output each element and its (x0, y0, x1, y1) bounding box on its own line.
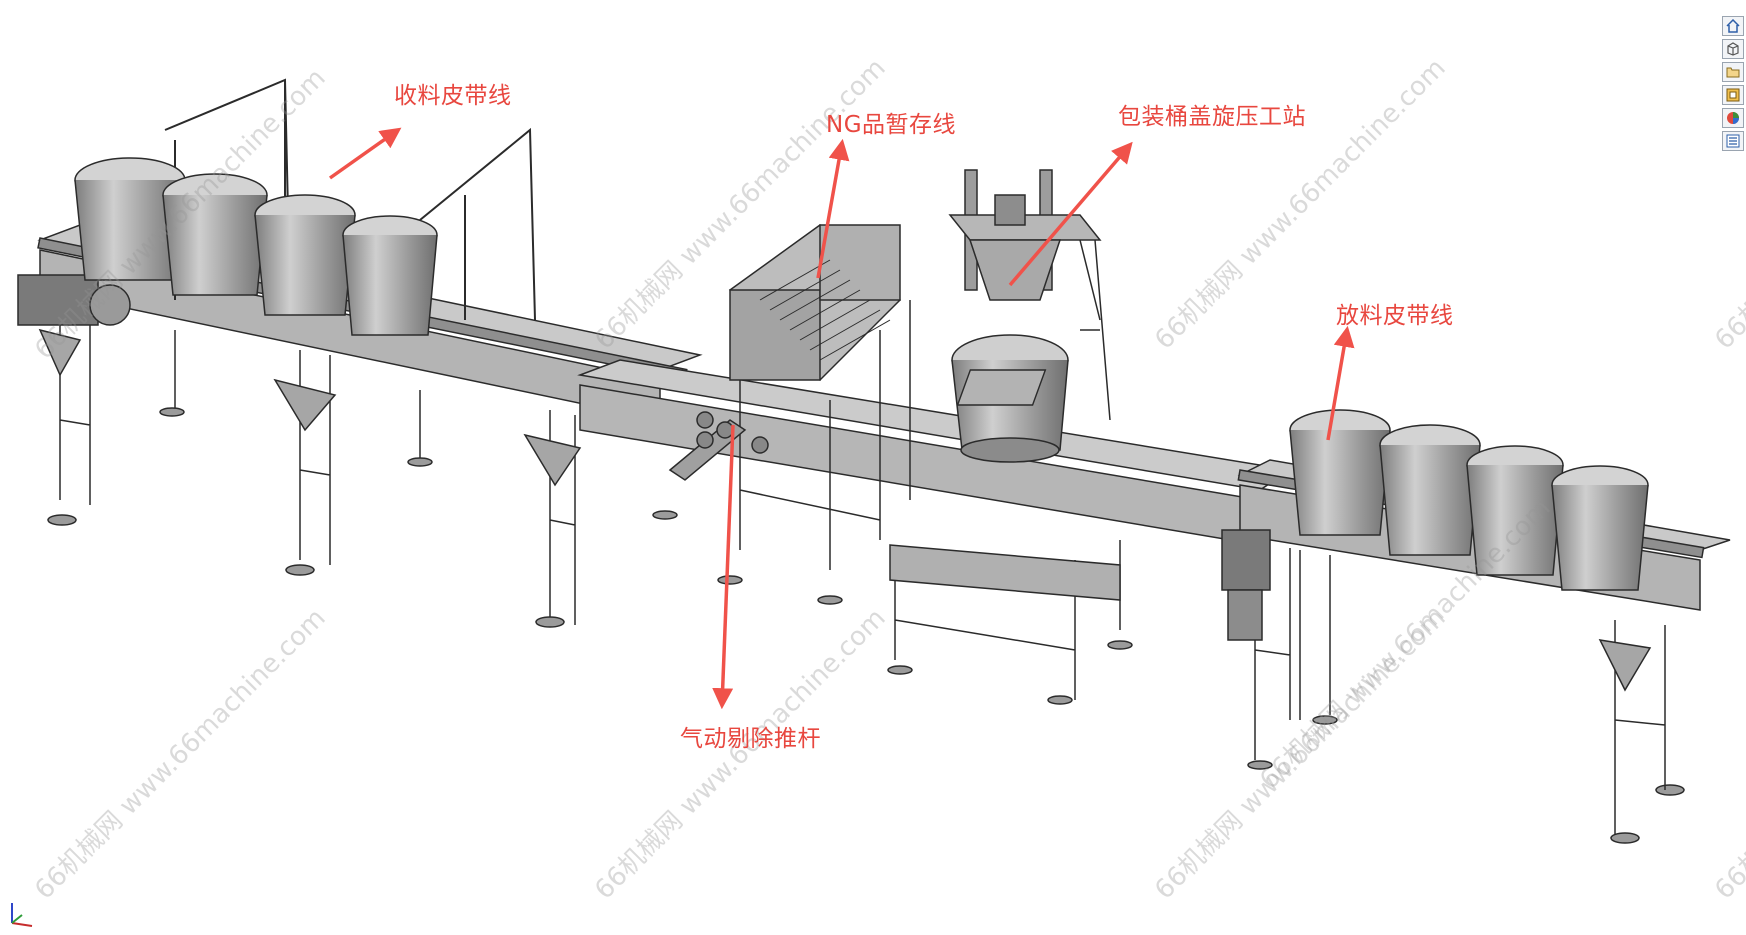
drip-hopper (273, 378, 337, 432)
arrow-feeding-belt (1326, 325, 1355, 441)
label-feeding-belt: 放料皮带线 (1336, 303, 1454, 329)
label-pneumatic-rejector: 气动剔除推杆 (680, 726, 821, 752)
label-receiving-belt: 收料皮带线 (394, 83, 512, 109)
axis-triad-icon (11, 903, 33, 927)
drip-hopper (38, 328, 82, 377)
folder-icon[interactable] (1722, 62, 1744, 82)
capping-station (889, 169, 1121, 700)
appearance-icon[interactable] (1722, 108, 1744, 128)
bucket-group-receiving (74, 157, 438, 336)
drip-hopper (523, 433, 582, 487)
pneumatic-rejector (668, 411, 769, 481)
arrow-ng-buffer (816, 138, 850, 279)
annotation-arrows (328, 127, 1355, 710)
label-capping-station: 包装桶盖旋压工站 (1118, 104, 1306, 130)
arrow-receiving-belt (328, 127, 402, 180)
drip-hopper (1598, 639, 1652, 692)
list-icon[interactable] (1722, 131, 1744, 151)
arrow-capping-station (1008, 141, 1133, 287)
left-drive-motor (17, 274, 131, 326)
right-drive-motor (1221, 529, 1271, 641)
ng-buffer-line (728, 224, 911, 570)
foot-pads (47, 407, 1685, 844)
home-icon[interactable] (1722, 16, 1744, 36)
box-view-icon[interactable] (1722, 39, 1744, 59)
view-toolbar (1720, 14, 1746, 154)
settings-icon[interactable] (1722, 85, 1744, 105)
bucket-group-feeding (1289, 409, 1649, 591)
arrow-pneumatic-rejector (712, 424, 735, 710)
label-ng-buffer: NG品暂存线 (826, 112, 957, 138)
